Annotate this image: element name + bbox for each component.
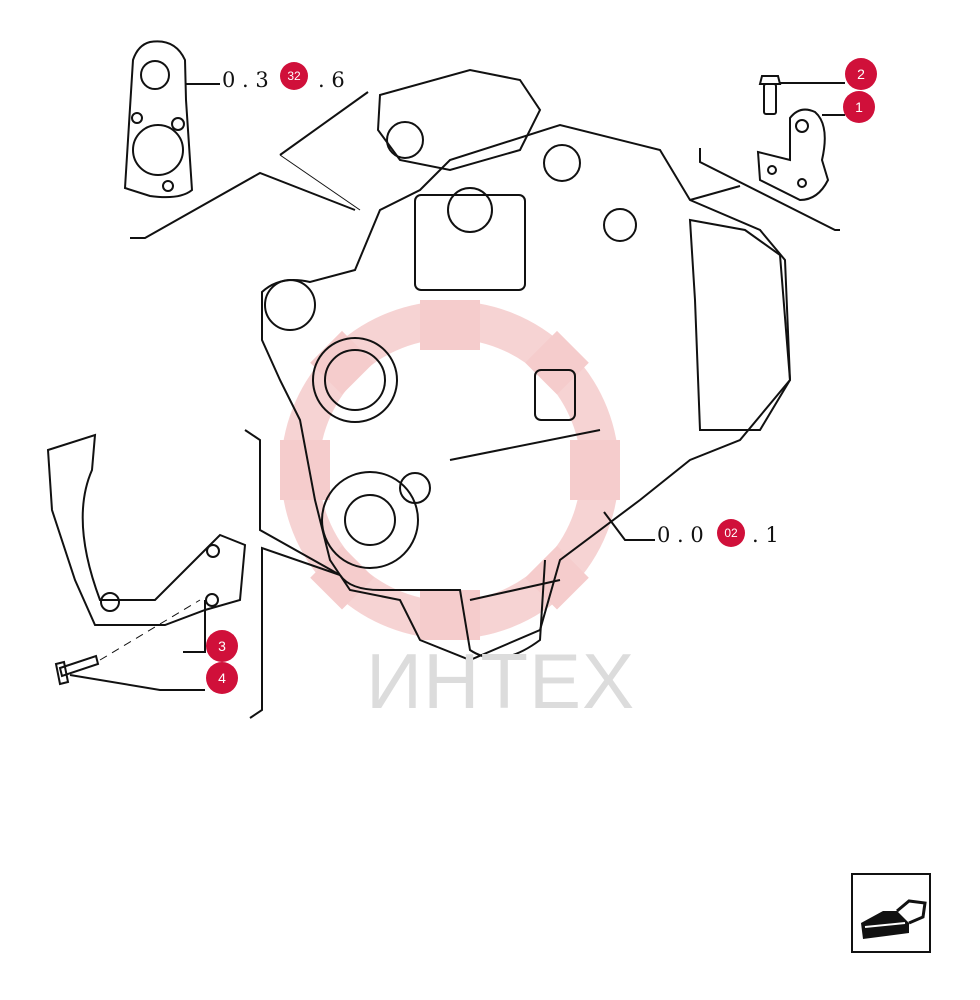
back-navigation-button[interactable] — [851, 873, 931, 953]
lower-bracket-part — [46, 433, 247, 686]
reference-bottom-right-badge[interactable]: 02 — [717, 519, 745, 547]
callout-1[interactable]: 1 — [843, 91, 875, 123]
watermark-text: ИНТЕХ — [366, 637, 636, 725]
gasket-part — [123, 40, 220, 199]
reference-bottom-right-text: 0 . 0 — [657, 523, 704, 547]
reference-top-left-badge[interactable]: 32 — [280, 62, 308, 90]
callout-2[interactable]: 2 — [845, 58, 877, 90]
callout-3[interactable]: 3 — [206, 630, 238, 662]
callout-4[interactable]: 4 — [206, 662, 238, 694]
arrow-back-icon — [861, 899, 927, 939]
top-bracket-part — [756, 75, 845, 202]
engine-block — [261, 68, 792, 662]
watermark-logo — [280, 300, 620, 640]
reference-top-left-text: 0 . 3 — [222, 68, 269, 92]
reference-top-left-suffix: . 6 — [318, 68, 345, 92]
reference-bottom-right-suffix: . 1 — [752, 523, 779, 547]
leader-lines — [69, 91, 840, 719]
